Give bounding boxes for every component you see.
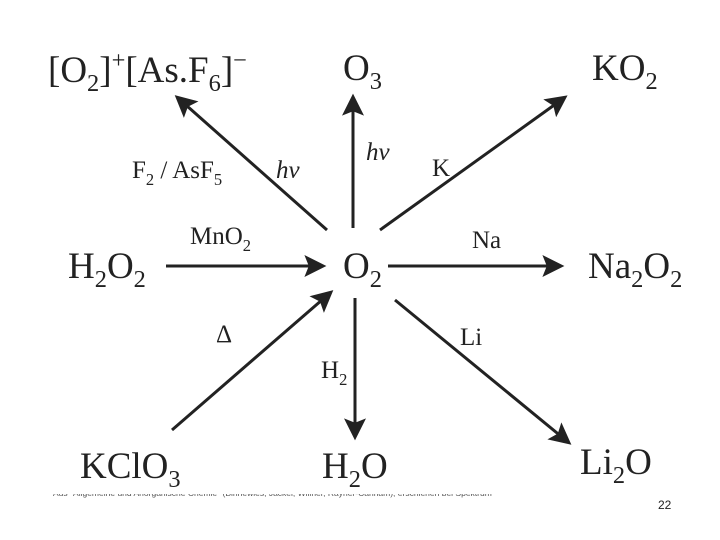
arrow-to-ko2 bbox=[379, 95, 568, 232]
product-ozone: O3 bbox=[343, 48, 382, 95]
reactant-potassium-chlorate: KClO3 bbox=[80, 446, 181, 493]
reactant-hydrogen-peroxide: H2O2 bbox=[68, 246, 146, 293]
reagent-h2: H2 bbox=[321, 357, 347, 389]
page-number: 22 bbox=[658, 498, 672, 512]
arrow-from-kclo3 bbox=[171, 290, 334, 432]
center-o2: O2 bbox=[343, 246, 382, 293]
reagent-lithium: Li bbox=[460, 324, 482, 351]
arrow-to-dioxygenyl bbox=[174, 95, 328, 232]
reagent-f2-asf5: F2 / AsF5 bbox=[132, 157, 222, 189]
arrow-to-li2o bbox=[394, 298, 572, 445]
reagent-sodium: Na bbox=[472, 227, 501, 254]
product-sodium-peroxide: Na2O2 bbox=[588, 246, 682, 293]
product-water: H2O bbox=[322, 446, 388, 493]
product-potassium-superoxide: KO2 bbox=[592, 48, 658, 95]
reagent-potassium: K bbox=[432, 155, 450, 182]
product-dioxygenyl-hexafluoroarsenate: [O2]+[As.F6]− bbox=[48, 47, 247, 97]
product-lithium-oxide: Li2O bbox=[580, 442, 652, 489]
reagent-mno2: MnO2 bbox=[190, 223, 251, 255]
reagent-hv-top: hν bbox=[366, 139, 391, 166]
reagent-hv-left: hν bbox=[276, 157, 301, 184]
reagent-heat-delta: Δ bbox=[216, 321, 232, 348]
source-citation: Aus "Allgemeine und Anorganische Chemie"… bbox=[53, 488, 492, 498]
